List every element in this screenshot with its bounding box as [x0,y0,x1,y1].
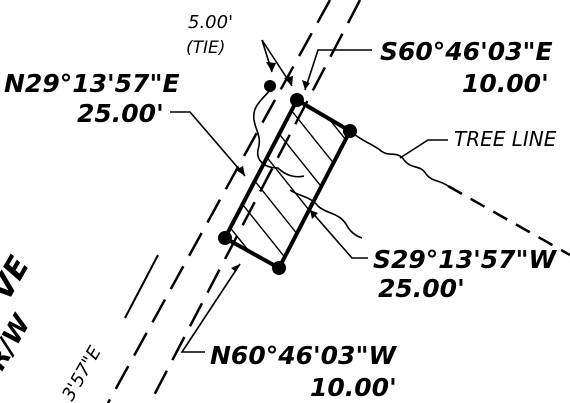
sw-bearing-label: S29°13'57"W [373,245,558,274]
corner-south [272,261,286,275]
tie-distance-label: 5.00' [188,12,233,33]
leader-lines [170,39,448,353]
row-line-short [124,254,159,319]
nw-bearing-label: N60°46'03"W [210,341,397,370]
corner-monuments [218,80,357,275]
ne-bearing-label: N29°13'57"E [4,69,180,98]
road-name-partial-1: VE [0,250,37,306]
corner-north [290,93,304,107]
sw-distance-label: 25.00' [378,274,465,303]
tree-line-dashed-extension [447,184,570,257]
tree-line [252,89,570,257]
tie-note-label: (TIE) [186,38,225,58]
corner-west [218,231,232,245]
tree-line-scallop-lower [289,189,363,239]
se-bearing-label: S60°46'03"E [380,37,553,66]
right-of-way-lines [106,0,362,403]
tree-line-label: TREE LINE [454,127,557,151]
tree-line-leader [399,139,448,159]
sw-call-leader [309,209,368,259]
se-distance-label: 10.00' [462,69,549,98]
se-call-leader [304,49,372,91]
road-name-partial-2: R/W [0,309,38,376]
ne-distance-label: 25.00' [77,99,164,128]
nw-distance-label: 10.00' [310,373,397,402]
nw-call-leader [180,263,241,353]
road-bearing-partial: 3'57"E [58,342,106,403]
corner-east [343,124,357,138]
ne-call-leader [170,111,246,177]
tie-point [264,80,276,92]
leader-arrowheads [231,62,318,272]
tree-line-scallop-right [349,130,449,187]
tree-line-scallop-upper [252,89,305,178]
row-line-left [106,0,332,403]
